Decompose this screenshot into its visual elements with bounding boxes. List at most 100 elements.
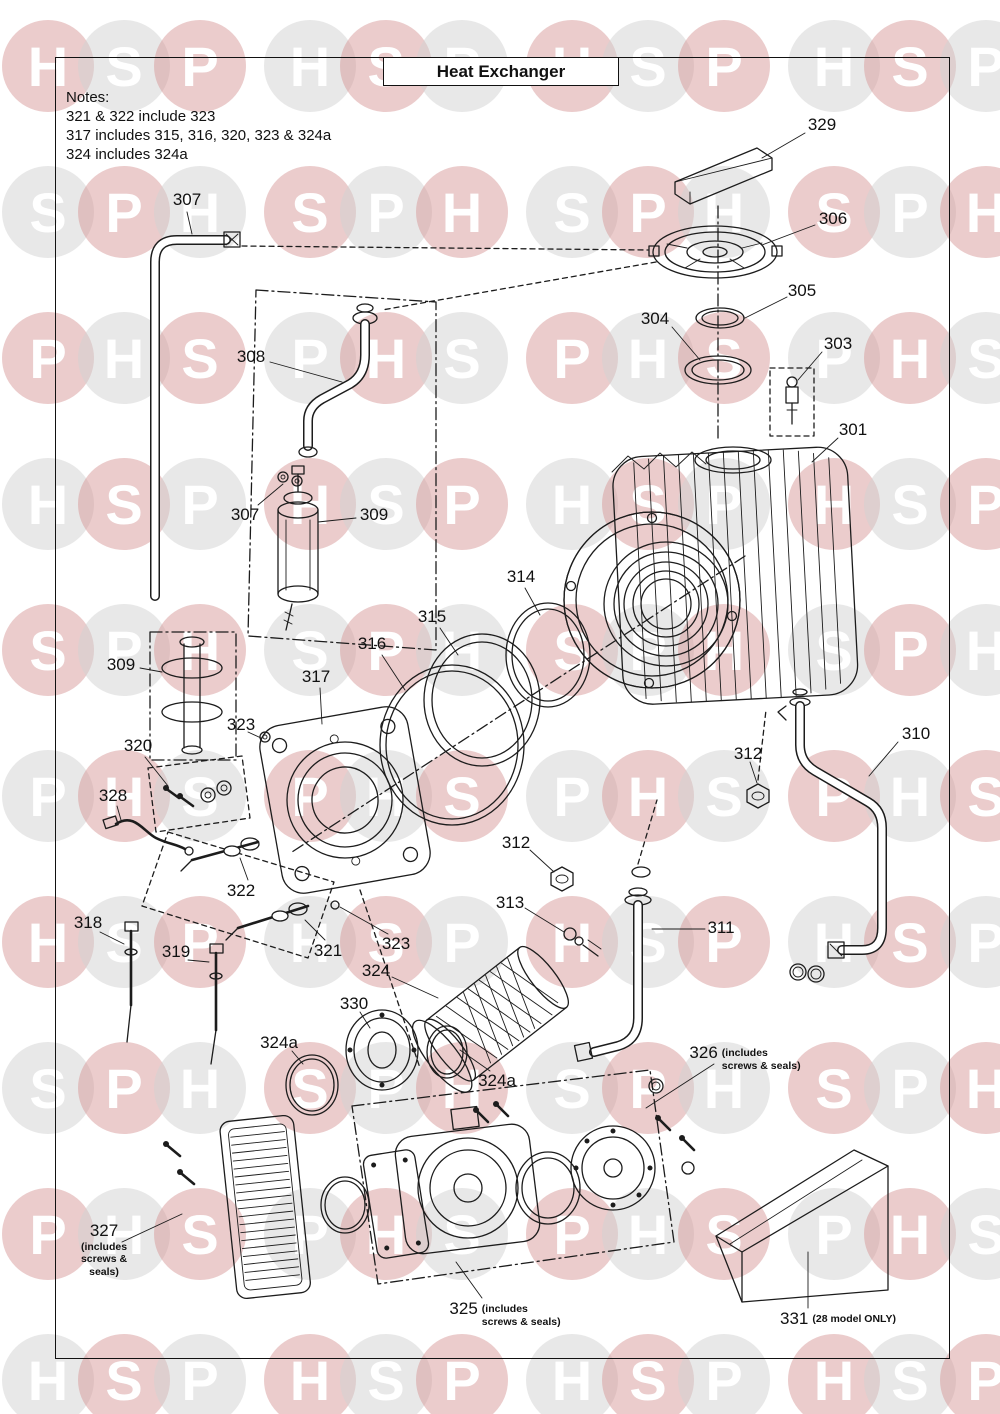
part-number: 307 — [172, 190, 202, 209]
watermark-letter: P — [416, 1334, 508, 1414]
part-323-nut-upper — [259, 731, 271, 743]
construction-lines — [141, 205, 815, 1285]
watermark-letter: S — [264, 166, 356, 258]
part-number: 321 — [313, 941, 343, 960]
part-label-326: 326(includes screws & seals) — [689, 1043, 801, 1072]
part-number: 307 — [230, 505, 260, 524]
part-number: 316 — [357, 634, 387, 653]
part-number: 310 — [901, 724, 931, 743]
part-number: 324 — [361, 961, 391, 980]
part-label-309: 309 — [107, 655, 135, 675]
watermark-letter: S — [678, 1188, 770, 1280]
watermark-letter: S — [788, 1042, 880, 1134]
watermark-letter: H — [602, 312, 694, 404]
watermark-letter: P — [78, 166, 170, 258]
part-316-ring — [379, 664, 525, 826]
part-315-ring — [423, 633, 541, 767]
watermark-letter: S — [788, 604, 880, 696]
part-label-313: 313 — [495, 893, 525, 913]
part-327-screws — [163, 1141, 196, 1186]
part-317-flange-plate — [259, 706, 431, 894]
part-number: 309 — [359, 505, 389, 524]
part-307-pipe — [150, 231, 241, 601]
part-313-igniter — [563, 927, 602, 957]
part-label-322: 322 — [227, 881, 255, 901]
part-label-305: 305 — [787, 281, 817, 301]
part-label-314: 314 — [507, 567, 535, 587]
part-308-pipe — [298, 303, 378, 458]
part-label-320: 320 — [123, 736, 153, 756]
part-label-301: 301 — [838, 420, 868, 440]
leader-lines — [99, 132, 899, 1309]
watermark-letter: S — [416, 750, 508, 842]
watermark-letter: P — [416, 458, 508, 550]
part-number: 331 — [779, 1309, 809, 1328]
part-303-sensor — [785, 376, 799, 425]
watermark-letter: H — [788, 1334, 880, 1414]
part-number: 328 — [98, 786, 128, 805]
part-label-327: 327(includes screws & seals) — [80, 1221, 128, 1278]
part-number: 301 — [838, 420, 868, 439]
watermark-letter: P — [2, 312, 94, 404]
page-title: Heat Exchanger — [436, 61, 566, 81]
part-318-probe — [124, 921, 139, 1043]
part-label-304: 304 — [640, 309, 670, 329]
part-number: 306 — [818, 209, 848, 228]
part-label-309: 309 — [359, 505, 389, 525]
part-325-fan-assembly — [320, 1101, 581, 1259]
part-322-electrode — [180, 837, 260, 872]
part-number: 312 — [501, 833, 531, 852]
notes-line: 324 includes 324a — [66, 146, 188, 163]
part-label-311: 311 — [707, 918, 734, 938]
part-307-nuts — [277, 471, 303, 487]
watermark-letter: P — [154, 896, 246, 988]
part-number: 326 — [689, 1043, 718, 1062]
watermark-letter: P — [154, 20, 246, 112]
watermark-letter: H — [940, 166, 1000, 258]
part-label-324a: 324a — [478, 1071, 516, 1091]
part-320-fixings — [163, 780, 232, 808]
watermark-letter: H — [940, 1042, 1000, 1134]
notes-heading: Notes: — [66, 89, 110, 106]
part-number: 325 — [449, 1299, 478, 1318]
part-number: 312 — [733, 744, 763, 763]
watermark-letter: H — [154, 1042, 246, 1134]
part-314-ring — [505, 602, 591, 708]
part-319-probe — [209, 943, 224, 1065]
part-label-323: 323 — [382, 934, 410, 954]
watermark-letter: S — [864, 20, 956, 112]
part-number: 320 — [123, 736, 153, 755]
part-number: 313 — [495, 893, 525, 912]
notes-line: 321 & 322 include 323 — [66, 108, 216, 125]
part-label-324a: 324a — [260, 1033, 298, 1053]
part-309-trap — [277, 465, 319, 631]
watermark-letter: S — [340, 458, 432, 550]
part-number: 308 — [236, 347, 266, 366]
part-number: 305 — [787, 281, 817, 300]
watermark-letter: H — [416, 166, 508, 258]
part-label-note: (includes screws & seals) — [80, 1240, 128, 1278]
watermark-letter: S — [264, 1042, 356, 1134]
part-306-fan — [648, 225, 783, 279]
part-311-pipe — [573, 866, 664, 1094]
part-number: 323 — [226, 715, 256, 734]
part-label-310: 310 — [901, 724, 931, 744]
watermark-letter: H — [78, 1188, 170, 1280]
watermark-letter: S — [416, 312, 508, 404]
part-label-331: 331(28 model ONLY) — [779, 1309, 896, 1329]
part-label-307: 307 — [172, 190, 202, 210]
part-label-note: (includes screws & seals) — [721, 1047, 801, 1072]
part-328-wire — [102, 815, 194, 856]
watermark-letter: H — [678, 166, 770, 258]
watermark-letter: P — [154, 1334, 246, 1414]
part-327-cover — [219, 1114, 311, 1300]
part-number: 304 — [640, 309, 670, 328]
part-label-316: 316 — [357, 634, 387, 654]
part-326-plate — [570, 1115, 696, 1211]
watermark-letter: S — [678, 750, 770, 842]
watermark-letter: P — [678, 20, 770, 112]
part-label-315: 315 — [418, 607, 446, 627]
